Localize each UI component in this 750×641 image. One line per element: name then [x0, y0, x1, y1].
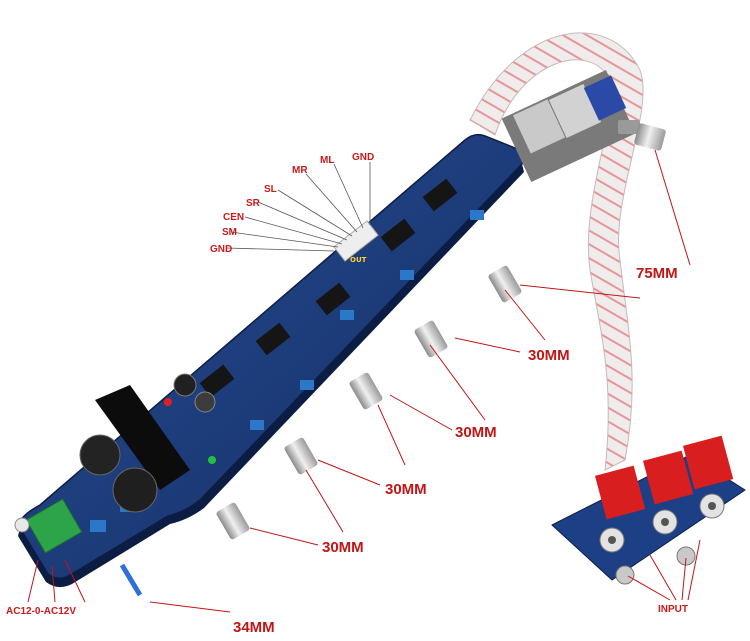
dimension-75mm: 75MM — [636, 265, 678, 282]
rca-input-block — [551, 435, 746, 585]
pin-label-cen: CEN — [223, 212, 244, 223]
power-section — [79, 373, 216, 513]
pcb-board — [18, 133, 526, 579]
dimension-leaders — [149, 149, 691, 613]
dimension-30mm-4: 30MM — [322, 539, 364, 556]
pin-label-gnd-bottom: GND — [210, 244, 232, 255]
pin-label-mr: MR — [292, 165, 308, 176]
pin-label-sr: SR — [246, 198, 261, 209]
ic-chips — [199, 178, 458, 398]
dimension-34mm: 34MM — [233, 619, 275, 636]
input-label: INPUT — [658, 604, 688, 615]
dimension-30mm-2: 30MM — [455, 424, 497, 441]
dimension-30mm-3: 30MM — [385, 481, 427, 498]
pin-label-gnd-top: GND — [352, 152, 374, 163]
input-leaders — [627, 539, 701, 601]
pin-leaders — [225, 162, 371, 252]
pin-label-sl: SL — [264, 184, 277, 195]
output-header — [333, 220, 379, 262]
pin-label-sm: SM — [222, 227, 237, 238]
dimension-30mm-1: 30MM — [528, 347, 570, 364]
relay-block — [501, 69, 636, 183]
knob-top — [618, 120, 666, 151]
pin-label-ml: ML — [320, 155, 334, 166]
power-input-label: AC12-0-AC12V — [6, 606, 76, 617]
knobs — [216, 265, 522, 540]
power-terminal — [25, 498, 83, 554]
power-leaders — [27, 559, 86, 603]
silkscreen-out: OUT — [350, 256, 367, 264]
